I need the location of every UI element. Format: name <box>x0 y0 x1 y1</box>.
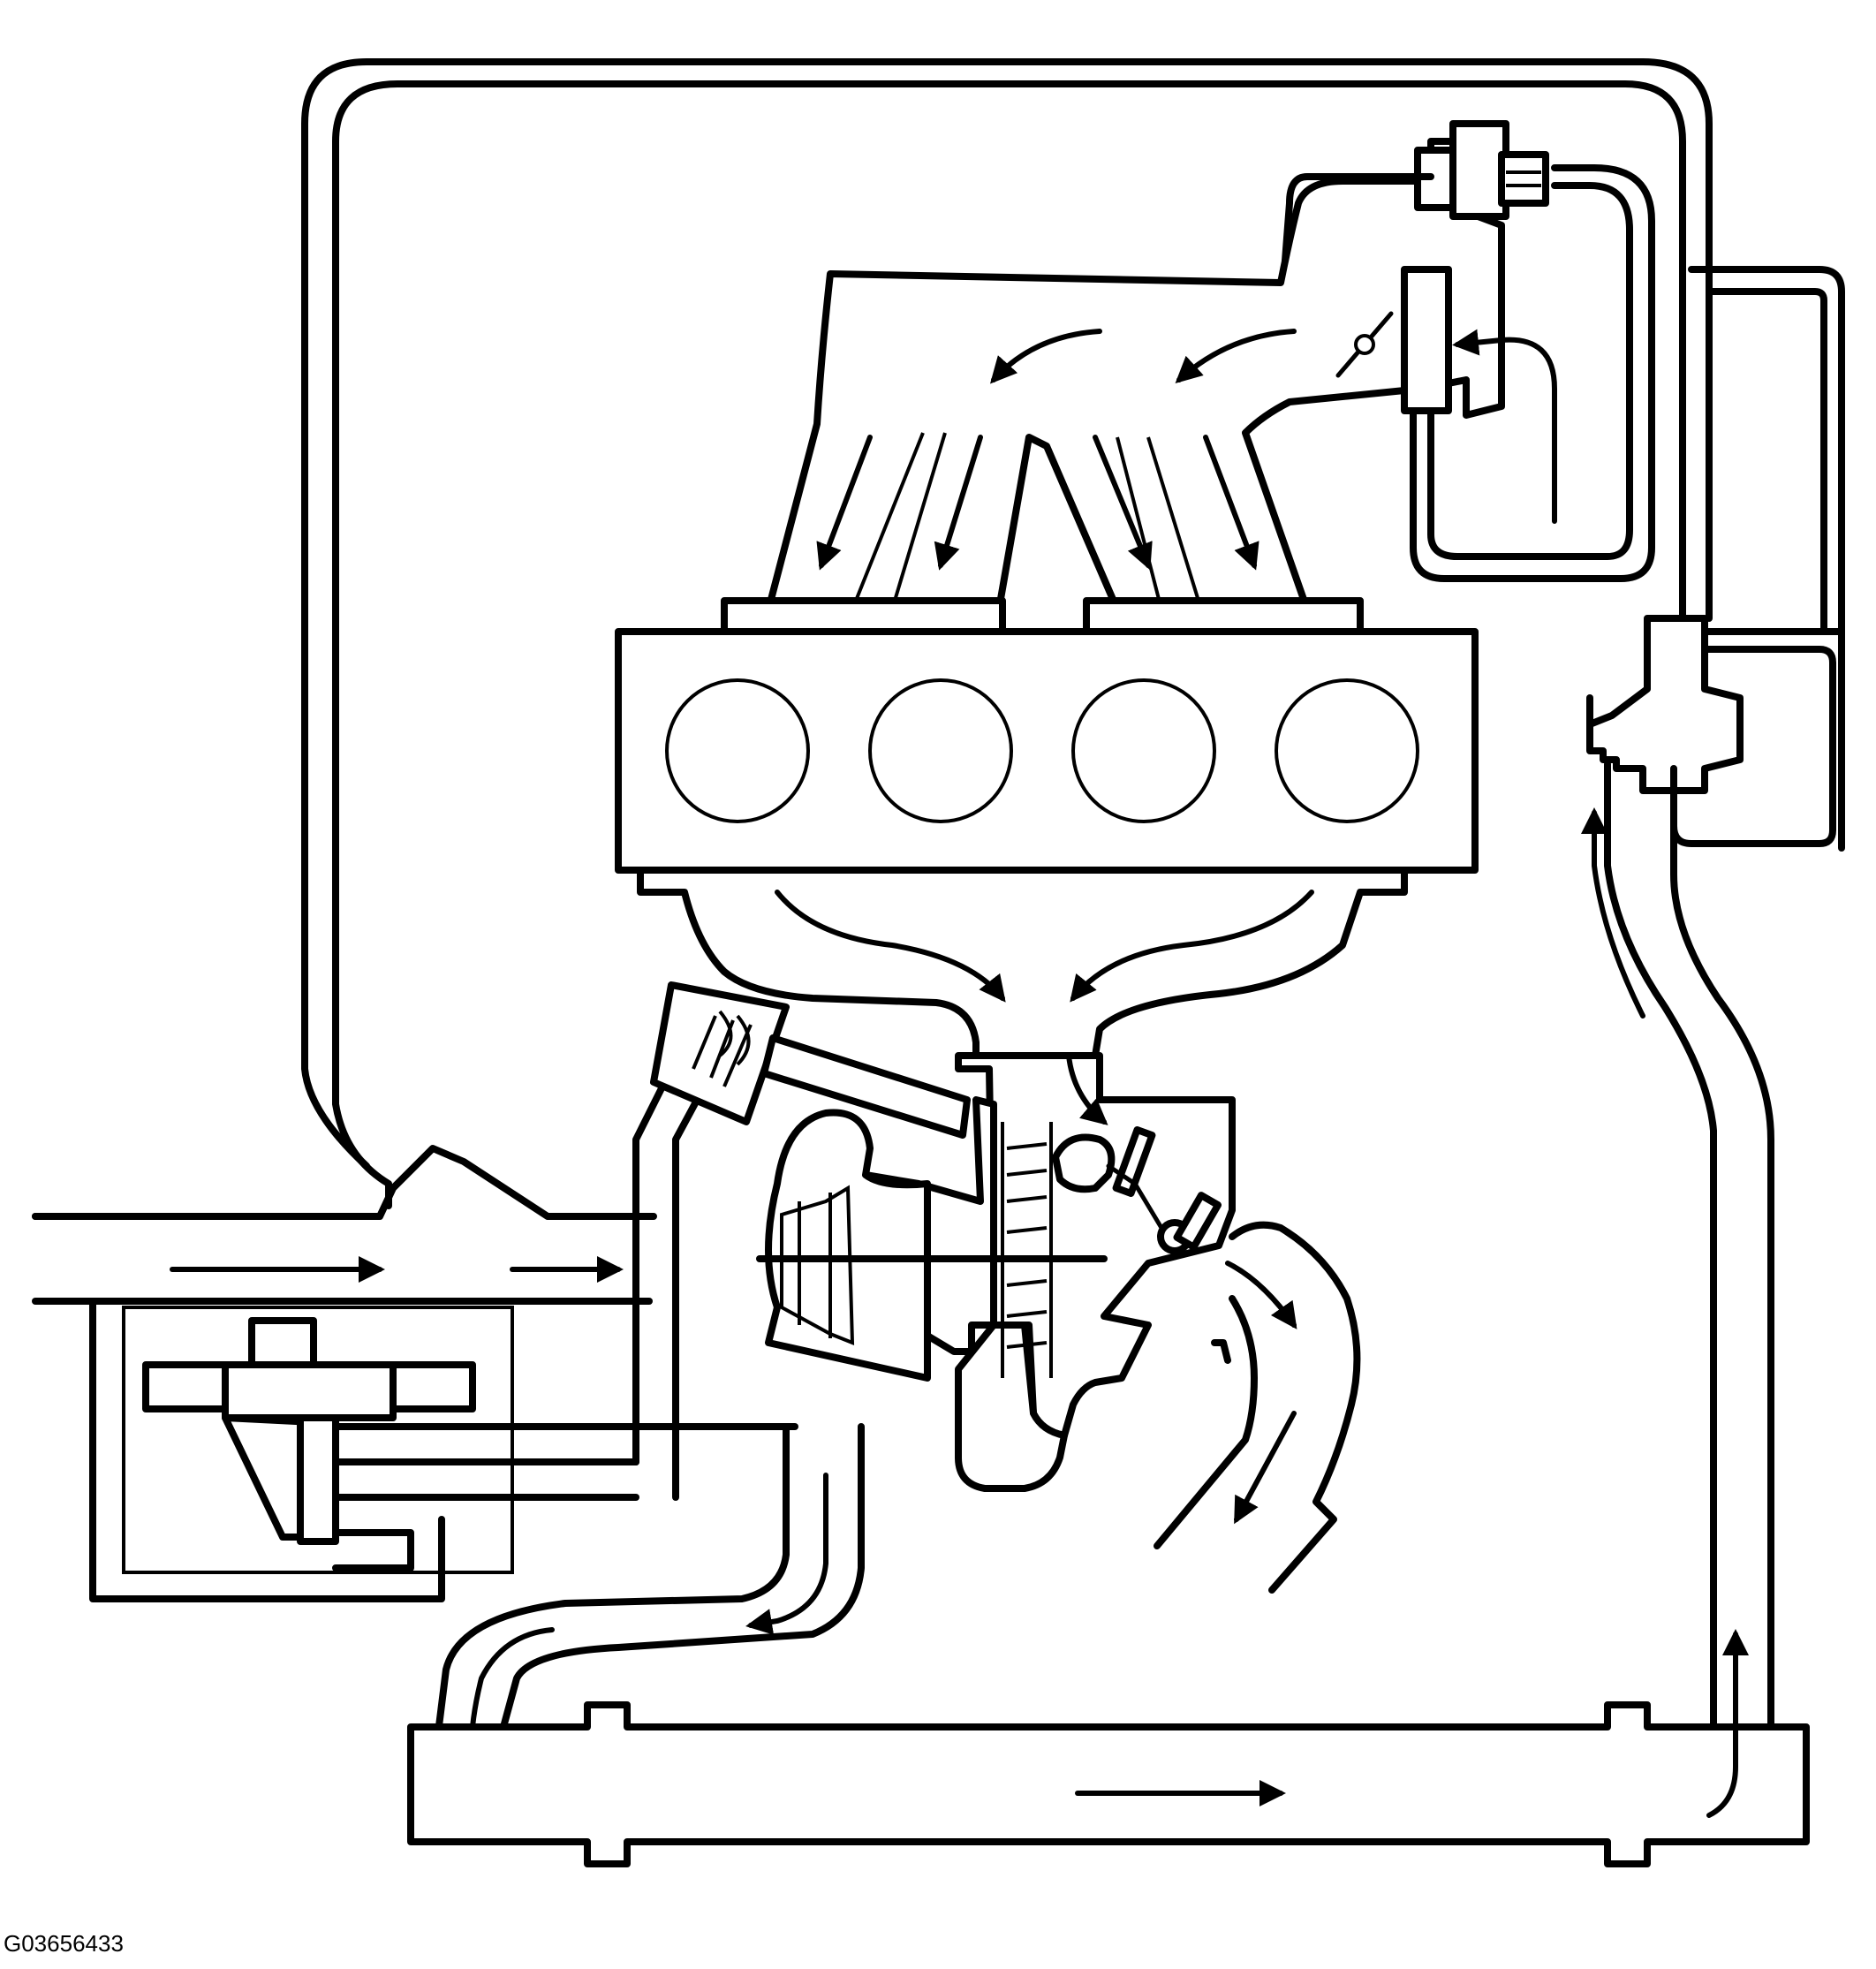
flow-arrow-icon <box>1581 807 1645 1019</box>
compressor-wheel <box>780 1185 855 1345</box>
flow-arrow-icon <box>1175 329 1297 384</box>
cylinder-3 <box>1071 678 1216 823</box>
exhaust-outlet <box>1154 1221 1361 1594</box>
flow-arrow-icon <box>816 435 873 571</box>
recirculation-valve-icon <box>1586 266 1845 852</box>
cylinder-4 <box>1275 678 1419 823</box>
signal-hose <box>632 1065 710 1501</box>
throttle-body-icon <box>1335 266 1557 524</box>
flow-arrow-icon <box>775 890 1006 1003</box>
flow-arrow-icon <box>1203 435 1259 571</box>
flow-arrow-icon <box>1706 1629 1749 1818</box>
cylinder-2 <box>868 678 1013 823</box>
flow-arrow-icon <box>745 1473 828 1635</box>
flow-arrow-icon <box>1234 1411 1297 1525</box>
engine-block-icon <box>615 597 1479 874</box>
flow-arrow-icon <box>1452 329 1557 524</box>
wastegate-actuator-icon <box>650 981 1222 1254</box>
figure-code: G03656433 <box>4 1930 124 1957</box>
exhaust-manifold-icon <box>637 867 1408 1059</box>
wastegate-flap <box>1052 1126 1222 1254</box>
intake-tube <box>32 1145 657 1305</box>
turbocharger-icon <box>756 1052 1236 1492</box>
intercooler-outlet-pipe <box>1581 761 1774 1730</box>
flow-arrow-icon <box>989 329 1102 384</box>
intake-manifold-icon <box>760 138 1505 622</box>
flow-arrow-icon <box>1070 890 1314 1003</box>
recirculation-hose <box>301 58 1713 1209</box>
throttle-bypass-pipes <box>1282 120 1655 582</box>
flow-arrow-icon <box>934 435 983 571</box>
turbine-wheel <box>1001 1122 1053 1378</box>
flow-arrow-icon <box>1093 435 1153 571</box>
flow-arrow-icon <box>1066 1053 1108 1125</box>
cylinder-1 <box>665 678 810 823</box>
intercooler-icon <box>407 1629 1810 1867</box>
bypass-valve-icon <box>89 1298 798 1602</box>
flow-arrow-icon <box>1225 1261 1297 1329</box>
